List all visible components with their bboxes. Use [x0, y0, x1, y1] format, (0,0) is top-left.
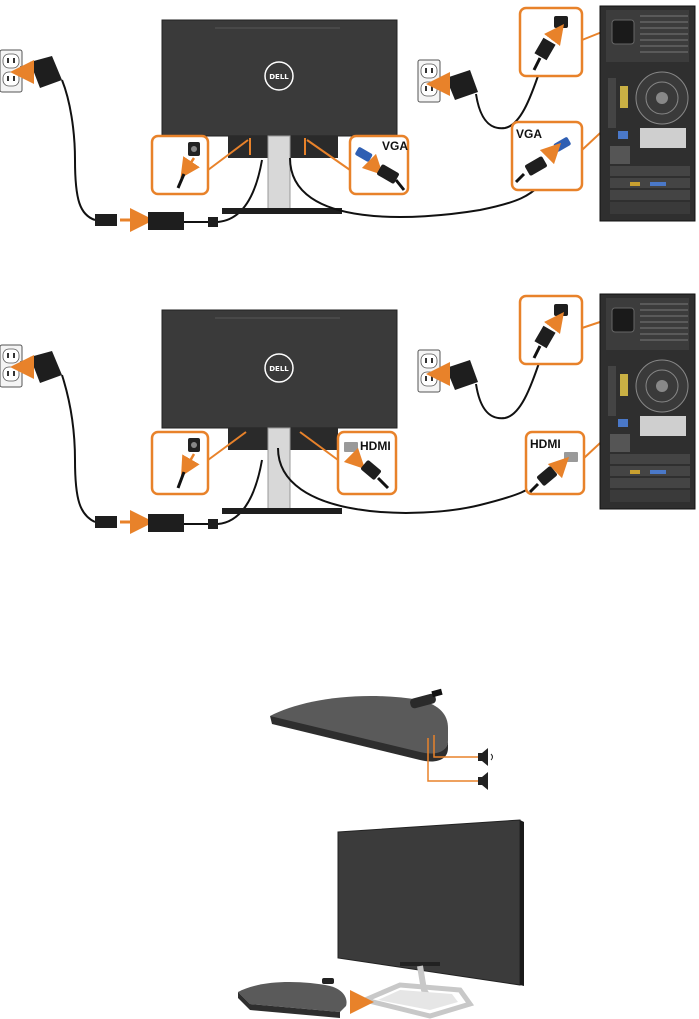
- wall-outlet-right-2: [418, 350, 440, 392]
- monitor-front-assembly: [238, 820, 524, 1018]
- vga-label-pc: VGA: [516, 127, 542, 141]
- hdmi-connection-diagram: DELL HDMI: [0, 294, 695, 532]
- wall-outlet-left: [0, 50, 22, 92]
- speaker-icon-2: [478, 772, 488, 790]
- dell-logo-2: DELL: [269, 365, 289, 373]
- hdmi-label-pc: HDMI: [530, 437, 561, 451]
- power-plug-left: [20, 56, 95, 220]
- vga-connection-diagram: DELL VGA: [0, 6, 695, 230]
- vga-label-monitor: VGA: [382, 139, 408, 153]
- pc-tower-2: [600, 294, 695, 509]
- wall-outlet-right: [418, 60, 440, 102]
- pc-power-callout-1: [520, 8, 612, 76]
- speaker-icon: [478, 748, 493, 766]
- vga-port-callout-pc: VGA: [512, 122, 612, 190]
- pc-tower-1: [600, 6, 695, 221]
- power-plug-left-2: [20, 351, 95, 522]
- hdmi-label-monitor: HDMI: [360, 439, 391, 453]
- hdmi-cable: [278, 448, 540, 513]
- pc-power-callout-2: [520, 296, 612, 364]
- power-plug-right-2: [438, 360, 540, 418]
- power-port-callout-2: [152, 432, 246, 494]
- power-plug-right: [438, 70, 540, 128]
- dell-logo: DELL: [269, 73, 289, 81]
- hdmi-port-callout-pc: HDMI: [526, 432, 612, 494]
- stand-base-audio: [270, 689, 493, 790]
- wall-outlet-left-2: [0, 345, 22, 387]
